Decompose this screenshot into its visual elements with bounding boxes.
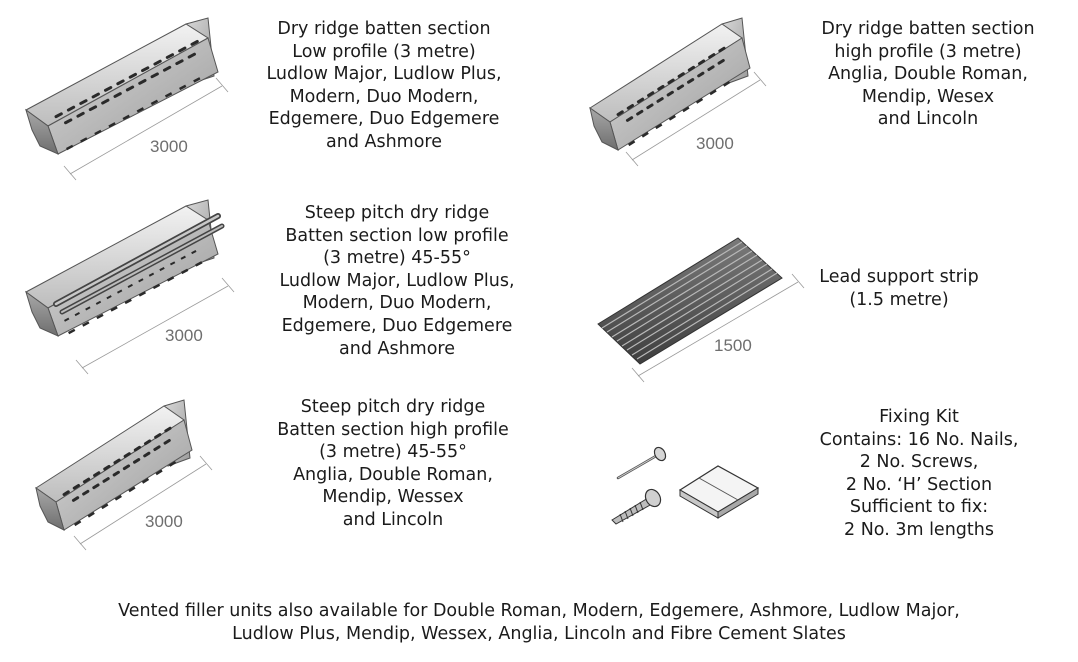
desc-line: (1.5 metre) (849, 289, 949, 310)
desc-line: and Lincoln (877, 109, 979, 130)
high-profile-batten-description: Dry ridge batten section high profile (3… (800, 18, 1056, 131)
desc-line: Batten section high profile (277, 419, 509, 440)
desc-line: Edgemere, Duo Edgemere (268, 109, 500, 130)
desc-line: Contains: 16 No. Nails, (819, 429, 1019, 450)
low-profile-batten-description: Dry ridge batten section Low profile (3 … (250, 18, 518, 154)
desc-line: Dry ridge batten section (277, 19, 491, 39)
low-profile-batten-illustration (25, 17, 229, 181)
steep-low-profile-batten-illustration (25, 199, 235, 375)
h-section-icon (678, 465, 760, 519)
desc-line: Batten section low profile (285, 225, 509, 246)
desc-line: 2 No. ‘H’ Section (845, 474, 993, 495)
steep-high-profile-batten-dimension: 3000 (145, 512, 183, 531)
steep-low-profile-batten-description: Steep pitch dry ridge Batten section low… (262, 202, 532, 360)
desc-line: Mendip, Wessex (322, 487, 464, 508)
desc-line: Sufficient to fix: (849, 497, 989, 518)
desc-line: Ludlow Major, Ludlow Plus, (279, 270, 515, 291)
desc-line: Mendip, Wesex (861, 86, 995, 107)
lead-support-strip-dimension: 1500 (714, 336, 752, 355)
desc-line: Anglia, Double Roman, (293, 464, 493, 485)
desc-line: (3 metre) 45-55° (323, 248, 471, 269)
fixing-kit-description: Fixing Kit Contains: 16 No. Nails, 2 No.… (794, 406, 1044, 542)
desc-line: Lead support strip (819, 267, 979, 287)
lead-support-strip-illustration (597, 237, 805, 383)
high-profile-batten-dimension: 3000 (696, 134, 734, 153)
steep-high-profile-batten-description: Steep pitch dry ridge Batten section hig… (258, 396, 528, 532)
low-profile-batten-dimension: 3000 (150, 137, 188, 156)
desc-line: Fixing Kit (879, 407, 959, 427)
desc-line: (3 metre) 45-55° (319, 442, 467, 463)
desc-line: Low profile (3 metre) (292, 41, 476, 62)
desc-line: Modern, Duo Modern, (302, 293, 492, 314)
lead-support-strip-description: Lead support strip (1.5 metre) (806, 266, 992, 311)
footer-line: Vented filler units also available for D… (118, 601, 960, 621)
desc-line: Steep pitch dry ridge (304, 203, 490, 223)
high-profile-batten-illustration (589, 17, 767, 167)
desc-line: and Lincoln (342, 509, 444, 530)
desc-line: and Ashmore (326, 131, 442, 152)
screw-icon (611, 488, 662, 525)
desc-line: Modern, Duo Modern, (289, 86, 479, 107)
fixing-kit-illustration (611, 446, 760, 525)
footer-line: Ludlow Plus, Mendip, Wessex, Anglia, Lin… (232, 623, 846, 644)
desc-line: Anglia, Double Roman, (828, 64, 1028, 85)
desc-line: Edgemere, Duo Edgemere (281, 315, 513, 336)
desc-line: Ludlow Major, Ludlow Plus, (266, 64, 502, 85)
footer-note: Vented filler units also available for D… (0, 600, 1078, 645)
desc-line: Steep pitch dry ridge (300, 397, 486, 417)
desc-line: 2 No. 3m lengths (844, 519, 994, 540)
steep-low-profile-batten-dimension: 3000 (165, 326, 203, 345)
desc-line: high profile (3 metre) (834, 41, 1022, 62)
nail-icon (616, 446, 667, 480)
desc-line: 2 No. Screws, (859, 452, 979, 473)
desc-line: Dry ridge batten section (821, 19, 1035, 39)
steep-high-profile-batten-illustration (35, 399, 213, 551)
desc-line: and Ashmore (339, 338, 455, 359)
